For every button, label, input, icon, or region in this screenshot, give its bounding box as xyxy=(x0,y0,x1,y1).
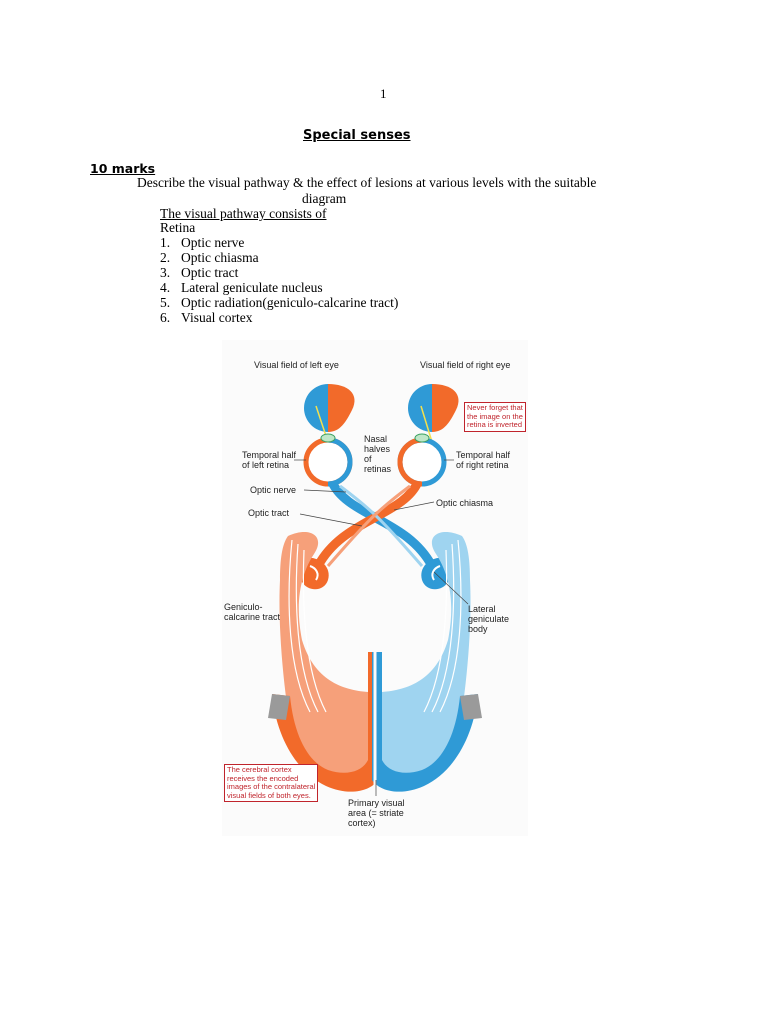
list-item: 1. Optic nerve xyxy=(160,235,398,250)
note-cerebral-cortex: The cerebral cortex receives the encoded… xyxy=(224,764,319,802)
question-text-continued: diagram xyxy=(302,191,347,206)
left-eyeball xyxy=(303,433,353,487)
right-visual-cortex xyxy=(372,652,478,792)
right-visual-field xyxy=(408,384,459,432)
label-nasal-halves: Nasal halves of retinas xyxy=(364,434,392,474)
list-text: Visual cortex xyxy=(181,310,253,325)
list-number: 3. xyxy=(160,265,171,280)
right-eyeball xyxy=(397,433,447,487)
list-text: Lateral geniculate nucleus xyxy=(181,280,323,295)
label-optic-nerve: Optic nerve xyxy=(250,485,297,495)
list-number: 4. xyxy=(160,280,171,295)
list-number: 1. xyxy=(160,235,171,250)
label-visual-field-right: Visual field of right eye xyxy=(420,360,511,370)
list-item: 6. Visual cortex xyxy=(160,310,398,325)
list-item: 3. Optic tract xyxy=(160,265,398,280)
list-item: 4. Lateral geniculate nucleus xyxy=(160,280,398,295)
label-visual-field-left: Visual field of left eye xyxy=(254,360,339,370)
list-number: 5. xyxy=(160,295,171,310)
left-optic-radiation xyxy=(279,532,378,781)
list-heading: The visual pathway consists of xyxy=(160,206,327,221)
note-retina-inverted: Never forget that the image on the retin… xyxy=(464,402,526,432)
list-number: 6. xyxy=(160,310,171,325)
visual-pathway-diagram: Visual field of left eye Visual field of… xyxy=(222,340,528,836)
pathway-list: 1. Optic nerve 2. Optic chiasma 3. Optic tr… xyxy=(160,235,398,325)
label-optic-tract: Optic tract xyxy=(248,508,290,518)
visual-pathway-illustration xyxy=(268,384,482,796)
list-text: Optic chiasma xyxy=(181,250,259,265)
right-optic-radiation xyxy=(372,532,471,781)
label-primary-visual-area: Primary visual area (= striate cortex) xyxy=(348,798,405,828)
list-text: Optic nerve xyxy=(181,235,245,250)
label-optic-chiasma: Optic chiasma xyxy=(436,498,494,508)
list-text: Optic tract xyxy=(181,265,239,280)
page-number: 1 xyxy=(380,86,387,101)
left-visual-cortex xyxy=(272,652,378,792)
marks-label: 10 marks xyxy=(90,161,156,176)
label-temporal-right: Temporal half of right retina xyxy=(456,450,511,470)
list-item-retina: Retina xyxy=(160,220,196,235)
label-geniculo-calcarine: Geniculo- calcarine tract xyxy=(224,602,281,622)
list-number: 2. xyxy=(160,250,171,265)
label-lateral-geniculate: Lateral geniculate body xyxy=(468,604,510,634)
left-visual-field xyxy=(304,384,355,432)
list-item: 2. Optic chiasma xyxy=(160,250,398,265)
list-text: Optic radiation(geniculo-calcarine tract… xyxy=(181,295,399,310)
list-item: 5. Optic radiation(geniculo-calcarine tra… xyxy=(160,295,398,310)
label-temporal-left: Temporal half of left retina xyxy=(242,450,297,470)
question-text: Describe the visual pathway & the effect… xyxy=(137,175,597,190)
section-title: Special senses xyxy=(303,128,411,143)
